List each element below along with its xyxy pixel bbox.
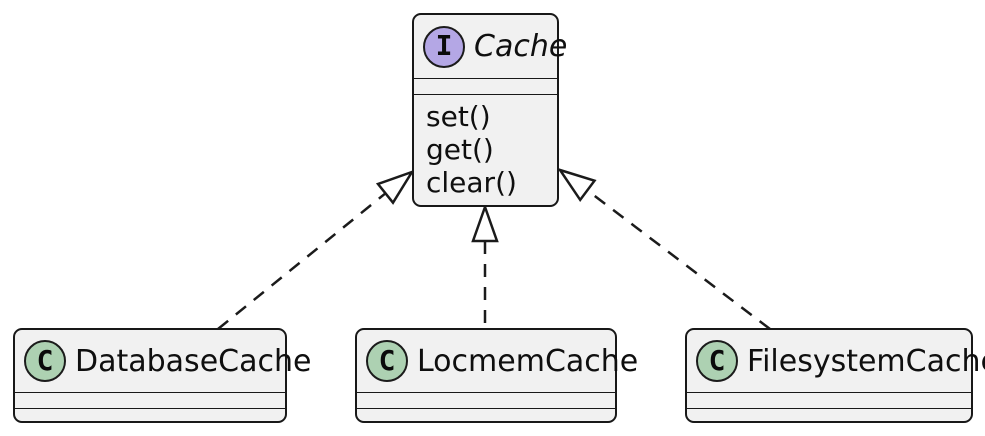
hollow-triangle-arrowhead bbox=[375, 169, 415, 205]
methods-section bbox=[15, 409, 285, 422]
section-divider bbox=[357, 392, 615, 393]
section-divider bbox=[414, 78, 557, 79]
edge-dashed-line bbox=[217, 192, 387, 330]
fields-section bbox=[414, 79, 557, 94]
class-name: DatabaseCache bbox=[75, 343, 312, 379]
section-divider bbox=[15, 407, 285, 409]
fields-section bbox=[15, 393, 285, 408]
node-title: I Cache bbox=[414, 15, 567, 78]
method-item: get() bbox=[426, 132, 494, 166]
interface-stereotype-icon: I bbox=[423, 25, 465, 68]
realization-edge-locmemcache-cache bbox=[471, 203, 499, 329]
section-divider bbox=[357, 407, 615, 409]
class-stereotype-icon: C bbox=[696, 340, 738, 382]
section-divider bbox=[687, 392, 971, 393]
hollow-triangle-arrowhead bbox=[556, 167, 597, 203]
method-item: set() bbox=[426, 99, 491, 133]
class-node-filesystemcache: C FilesystemCache bbox=[685, 328, 985, 423]
hollow-triangle-arrowhead bbox=[471, 203, 499, 243]
methods-section bbox=[357, 409, 615, 422]
realization-edge-databasecache-cache bbox=[217, 169, 415, 330]
class-node-databasecache: C DatabaseCache bbox=[13, 328, 311, 423]
interface-node-cache: I Cache set() get() clear() bbox=[412, 13, 567, 207]
methods-section: set() get() clear() bbox=[414, 95, 557, 206]
fields-section bbox=[357, 393, 615, 408]
realization-edge-filesystemcache-cache bbox=[556, 167, 771, 330]
node-title: C LocmemCache bbox=[357, 330, 638, 392]
node-title: C FilesystemCache bbox=[687, 330, 985, 392]
interface-name: Cache bbox=[474, 29, 568, 64]
method-item: clear() bbox=[426, 165, 517, 199]
class-name: FilesystemCache bbox=[747, 343, 985, 379]
fields-section bbox=[687, 393, 971, 408]
section-divider bbox=[414, 93, 557, 95]
node-title: C DatabaseCache bbox=[15, 330, 311, 392]
class-name: LocmemCache bbox=[417, 343, 639, 379]
edge-dashed-line bbox=[586, 189, 771, 330]
section-divider bbox=[15, 392, 285, 393]
class-stereotype-icon: C bbox=[24, 340, 66, 382]
methods-section bbox=[687, 409, 971, 422]
class-node-locmemcache: C LocmemCache bbox=[355, 328, 638, 423]
section-divider bbox=[687, 407, 971, 409]
class-stereotype-icon: C bbox=[366, 340, 408, 382]
